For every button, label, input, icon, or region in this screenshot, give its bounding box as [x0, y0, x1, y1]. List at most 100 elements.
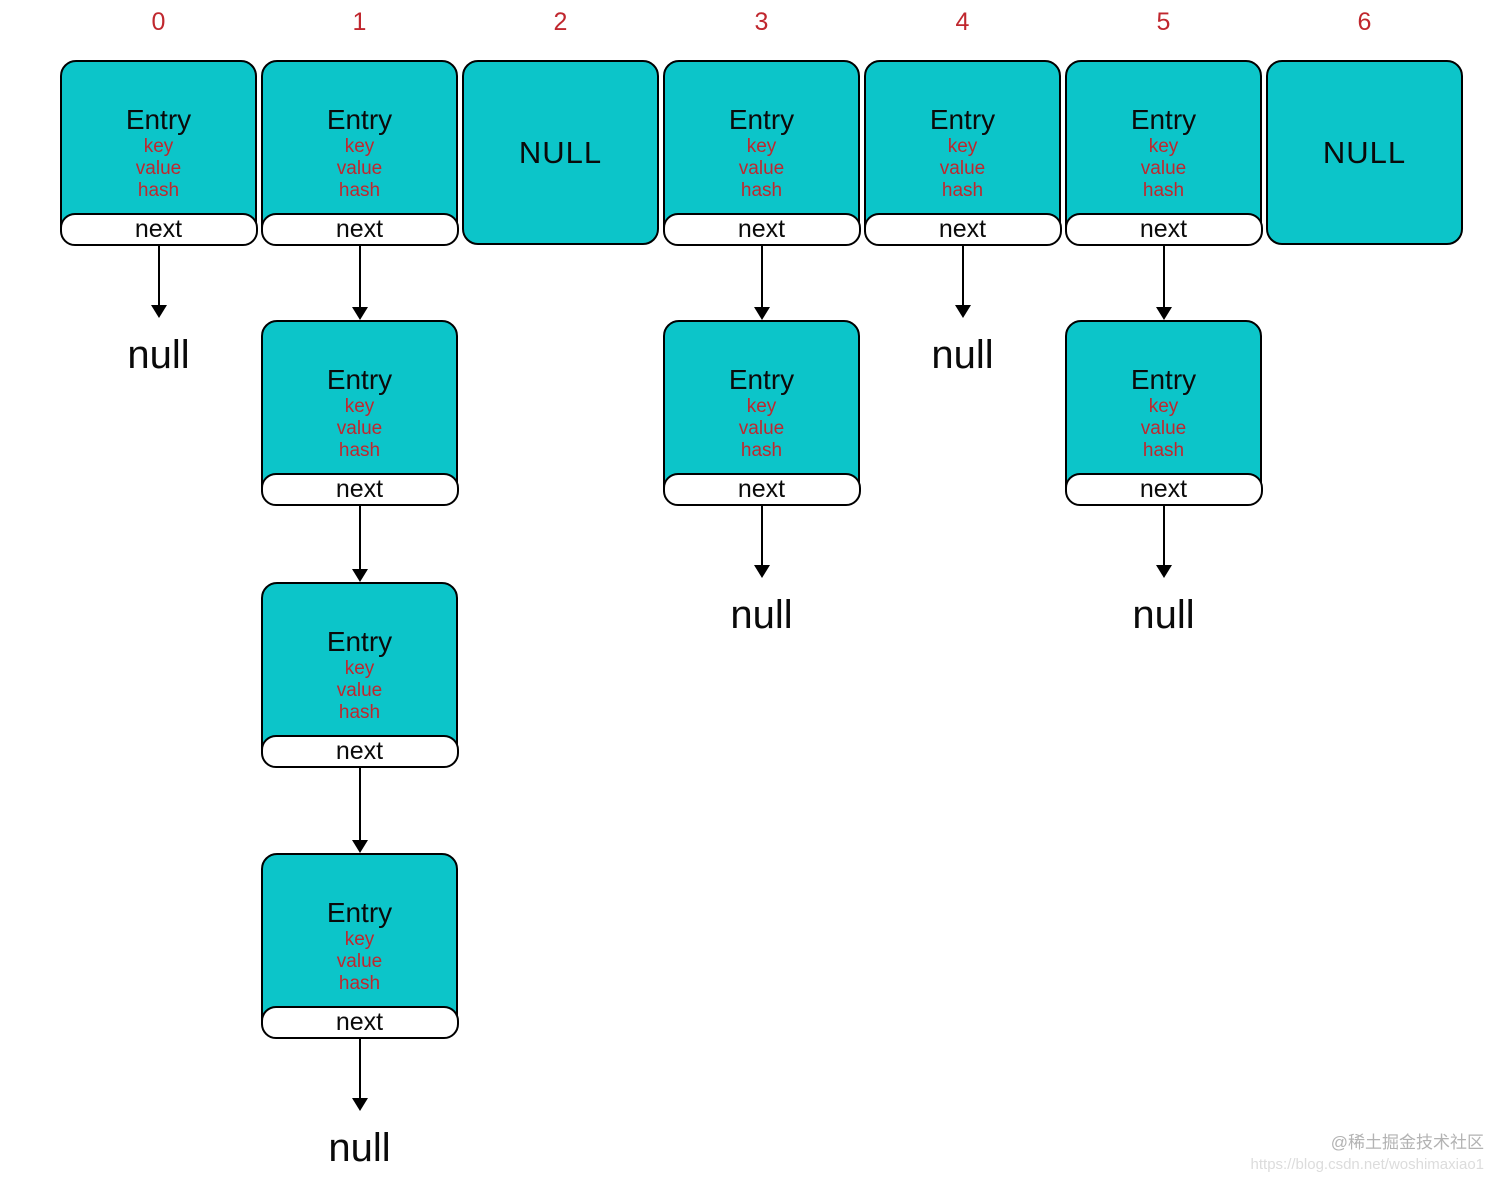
next-slot: next: [260, 734, 459, 768]
next-pointer-arrow: [351, 767, 368, 853]
entry-field-value: value: [336, 951, 383, 972]
arrow-line: [157, 245, 160, 305]
arrow-head: [1155, 565, 1172, 578]
null-terminator-label: null: [730, 593, 793, 637]
next-slot: next: [260, 212, 459, 246]
bucket-index-label: 4: [955, 8, 970, 36]
entry-field-hash: hash: [137, 180, 180, 201]
entry-field-value: value: [738, 158, 785, 179]
terminal-arrow: [351, 1038, 368, 1111]
null-bucket-node: NULL: [1266, 60, 1463, 245]
entry-field-key: key: [344, 136, 375, 157]
entry-title: Entry: [326, 364, 393, 395]
arrow-line: [961, 245, 964, 305]
arrow-line: [1162, 245, 1165, 307]
next-pointer-arrow: [753, 245, 770, 320]
entry-title: Entry: [929, 104, 996, 135]
next-slot: next: [260, 1005, 459, 1039]
entry-title: Entry: [326, 104, 393, 135]
entry-field-key: key: [1148, 396, 1179, 417]
null-terminator-label: null: [931, 333, 994, 377]
bucket-index-label: 1: [352, 8, 367, 36]
watermark-community-text: @稀土掘金技术社区: [1330, 1132, 1484, 1152]
next-slot: next: [662, 212, 861, 246]
arrow-line: [760, 505, 763, 565]
entry-title: Entry: [1130, 104, 1197, 135]
next-slot: next: [59, 212, 258, 246]
entry-field-value: value: [1140, 158, 1187, 179]
entry-field-value: value: [738, 418, 785, 439]
entry-field-value: value: [939, 158, 986, 179]
entry-title: Entry: [125, 104, 192, 135]
entry-field-hash: hash: [941, 180, 984, 201]
bucket-index-label: 3: [754, 8, 769, 36]
null-bucket-label: NULL: [518, 134, 603, 170]
arrow-line: [358, 505, 361, 569]
arrow-head: [954, 305, 971, 318]
entry-field-value: value: [1140, 418, 1187, 439]
next-slot: next: [863, 212, 1062, 246]
entry-field-hash: hash: [1142, 440, 1185, 461]
entry-field-hash: hash: [338, 440, 381, 461]
entry-field-key: key: [344, 929, 375, 950]
bucket-index-label: 0: [151, 8, 166, 36]
next-slot: next: [1064, 472, 1263, 506]
next-slot: next: [662, 472, 861, 506]
entry-field-hash: hash: [338, 702, 381, 723]
arrow-line: [1162, 505, 1165, 565]
arrow-line: [358, 767, 361, 840]
watermark-url-text: https://blog.csdn.net/woshimaxiao1: [1250, 1155, 1484, 1173]
next-pointer-arrow: [1155, 245, 1172, 320]
arrow-line: [760, 245, 763, 307]
entry-field-key: key: [947, 136, 978, 157]
arrow-head: [1155, 307, 1172, 320]
null-terminator-label: null: [1132, 593, 1195, 637]
terminal-arrow: [954, 245, 971, 318]
arrow-head: [753, 307, 770, 320]
null-terminator-label: null: [328, 1126, 391, 1170]
arrow-line: [358, 245, 361, 307]
entry-field-value: value: [336, 418, 383, 439]
arrow-head: [351, 569, 368, 582]
arrow-head: [150, 305, 167, 318]
null-terminator-label: null: [127, 333, 190, 377]
arrow-line: [358, 1038, 361, 1098]
entry-field-key: key: [143, 136, 174, 157]
entry-field-hash: hash: [338, 973, 381, 994]
entry-title: Entry: [728, 104, 795, 135]
entry-field-key: key: [1148, 136, 1179, 157]
entry-field-hash: hash: [740, 440, 783, 461]
entry-title: Entry: [728, 364, 795, 395]
entry-field-key: key: [746, 136, 777, 157]
terminal-arrow: [1155, 505, 1172, 578]
entry-title: Entry: [1130, 364, 1197, 395]
entry-title: Entry: [326, 897, 393, 928]
next-pointer-arrow: [351, 245, 368, 320]
watermark: @稀土掘金技术社区 https://blog.csdn.net/woshimax…: [1251, 1132, 1484, 1175]
next-slot: next: [1064, 212, 1263, 246]
entry-field-value: value: [135, 158, 182, 179]
arrow-head: [351, 1098, 368, 1111]
entry-field-key: key: [344, 658, 375, 679]
entry-field-value: value: [336, 158, 383, 179]
arrow-head: [351, 307, 368, 320]
next-pointer-arrow: [351, 505, 368, 582]
null-bucket-node: NULL: [462, 60, 659, 245]
bucket-index-label: 5: [1156, 8, 1171, 36]
null-bucket-label: NULL: [1322, 134, 1407, 170]
bucket-index-label: 2: [553, 8, 568, 36]
entry-field-hash: hash: [740, 180, 783, 201]
